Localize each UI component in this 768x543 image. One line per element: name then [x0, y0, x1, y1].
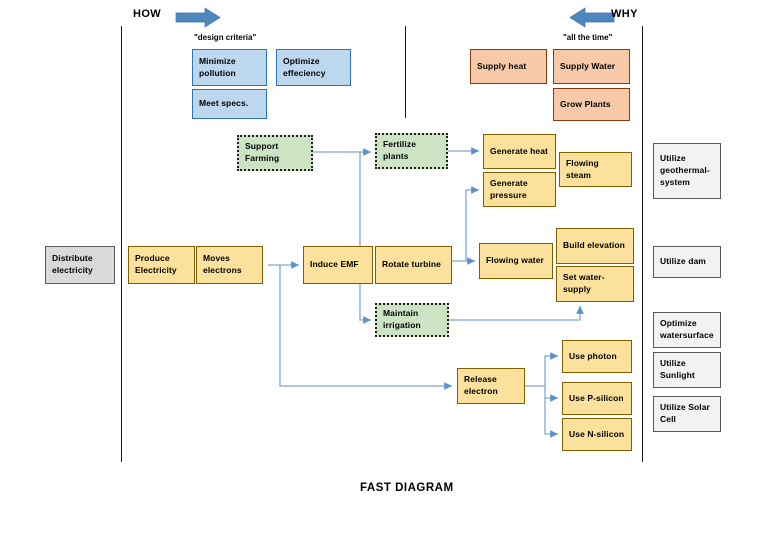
why-arrow [569, 7, 615, 28]
node-fertilize-plants[interactable]: Fertilize plants [375, 133, 448, 169]
node-meet-specs[interactable]: Meet specs. [192, 89, 267, 119]
node-produce-electricity[interactable]: Produce Electricity [128, 246, 195, 284]
node-supply-water[interactable]: Supply Water [553, 49, 630, 84]
node-grow-plants[interactable]: Grow Plants [553, 88, 630, 121]
node-build-elevation[interactable]: Build elevation [556, 228, 634, 264]
node-utilize-solar-cell[interactable]: Utilize Solar Cell [653, 396, 721, 432]
node-maintain-irrigation[interactable]: Maintain irrigation [375, 303, 449, 337]
node-rotate-turbine[interactable]: Rotate turbine [375, 246, 452, 284]
node-optimize-effeciency[interactable]: Optimize effeciency [276, 49, 351, 86]
node-flowing-steam[interactable]: Flowing steam [559, 152, 632, 187]
node-use-n-silicon[interactable]: Use N-silicon [562, 418, 632, 451]
node-supply-heat[interactable]: Supply heat [470, 49, 547, 84]
node-set-water-supply[interactable]: Set water-supply [556, 266, 634, 302]
conn-release-to-use-p-silicon [544, 386, 558, 402]
node-generate-heat[interactable]: Generate heat [483, 134, 556, 169]
conn-release-to-use-n-silicon [544, 398, 558, 438]
conn-release-to-use-photon [544, 352, 558, 386]
conn-irrigation-to-set-water-supply [449, 306, 584, 321]
node-minimize-pollution[interactable]: Minimize pollution [192, 49, 267, 86]
node-use-p-silicon[interactable]: Use P-silicon [562, 382, 632, 415]
middle-scope-line [405, 26, 406, 118]
right-scope-line [642, 26, 643, 462]
how-label: HOW [133, 8, 162, 20]
node-utilize-sunlight[interactable]: Utilize Sunlight [653, 352, 721, 388]
conn-turbine-to-generate-pressure [465, 186, 479, 261]
conn-emf-to-irrigation [359, 284, 371, 324]
node-utilize-dam[interactable]: Utilize dam [653, 246, 721, 278]
node-use-photon[interactable]: Use photon [562, 340, 632, 373]
node-induce-emf[interactable]: Induce EMF [303, 246, 373, 284]
design-criteria-quote: "design criteria" [194, 33, 257, 42]
left-scope-line [121, 26, 122, 462]
node-distribute-electricity[interactable]: Distribute electricity [45, 246, 115, 284]
node-moves-electrons[interactable]: Moves electrons [196, 246, 263, 284]
node-utilize-geothermal[interactable]: Utilize geothermal-system [653, 143, 721, 199]
node-release-electron[interactable]: Release electron [457, 368, 525, 404]
node-support-farming[interactable]: Support Farming [237, 135, 313, 171]
node-generate-pressure[interactable]: Generate pressure [483, 172, 556, 207]
node-flowing-water[interactable]: Flowing water [479, 243, 553, 279]
node-optimize-water-surface[interactable]: Optimize watersurface [653, 312, 721, 348]
why-label: WHY [611, 8, 638, 20]
page-title: FAST DIAGRAM [360, 482, 454, 494]
all-the-time-quote: "all the time" [563, 33, 613, 42]
how-arrow [175, 7, 221, 28]
